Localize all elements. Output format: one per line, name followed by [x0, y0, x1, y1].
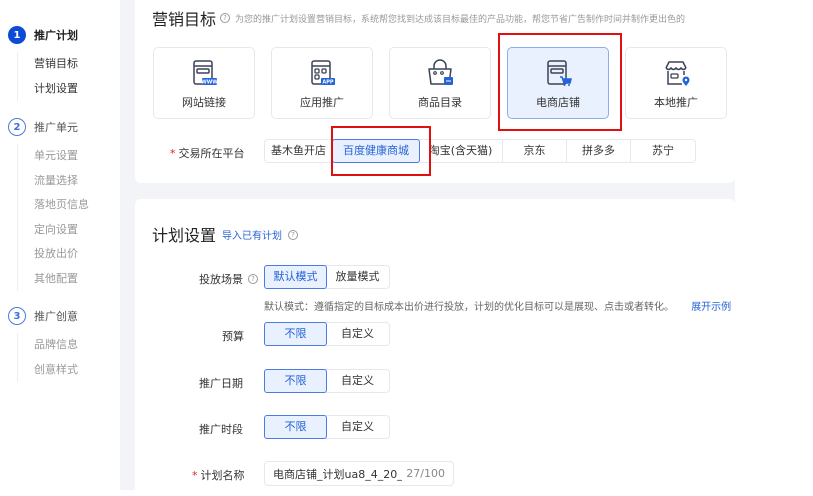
platform-option-suning[interactable]: 苏宁 — [652, 144, 674, 157]
time-slot-label: 推广时段 — [199, 423, 243, 436]
platform-option-pinduoduo[interactable]: 拼多多 — [567, 140, 631, 162]
platform-segmented-control: 基木鱼开店 百度健康商城 淘宝(含天猫) 京东 拼多多 苏宁 — [264, 139, 696, 163]
step-2-substeps: 单元设置 流量选择 落地页信息 定向设置 投放出价 其他配置 — [17, 144, 89, 291]
goal-card-app-promotion[interactable]: APP 应用推广 — [271, 47, 373, 119]
substep-brand-info[interactable]: 品牌信息 — [34, 338, 78, 351]
substep-traffic-selection[interactable]: 流量选择 — [34, 173, 78, 187]
expand-example-link[interactable]: 展开示例 — [691, 302, 732, 313]
step-1-substeps: 营销目标 计划设置 — [17, 52, 78, 101]
substep-landing-page[interactable]: 落地页信息 — [34, 198, 89, 211]
card-label: 应用推广 — [300, 96, 344, 109]
card-label: 电商店铺 — [536, 96, 580, 109]
substep-plan-settings[interactable]: 计划设置 — [34, 81, 78, 95]
app-promotion-icon: APP — [311, 60, 335, 86]
budget-toggle: 不限 自定义 — [264, 322, 390, 346]
highlight-box-ecommerce — [498, 33, 622, 131]
import-existing-plan-link[interactable]: 导入已有计划 — [222, 231, 282, 242]
help-icon[interactable]: ? — [248, 274, 258, 284]
step-label: 推广创意 — [34, 310, 78, 323]
platform-option-taobao[interactable]: 淘宝(含天猫) — [419, 140, 503, 162]
date-option-unlimited[interactable]: 不限 — [264, 369, 327, 393]
svg-text:APP: APP — [322, 80, 334, 86]
platform-option-jd[interactable]: 京东 — [503, 140, 567, 162]
time-option-custom[interactable]: 自定义 — [341, 420, 374, 433]
import-plan-row: 导入已有计划 ? — [222, 227, 298, 242]
substep-marketing-goal[interactable]: 营销目标 — [34, 57, 78, 70]
card-label: 本地推广 — [654, 96, 698, 109]
substep-creative-style[interactable]: 创意样式 — [34, 362, 78, 376]
platform-label: *交易所在平台 — [170, 147, 245, 160]
goal-card-website-link[interactable]: WWW 网站链接 — [153, 47, 255, 119]
highlight-box-platform — [331, 126, 431, 176]
marketing-goal-title: 营销目标 — [152, 10, 217, 29]
budget-option-unlimited[interactable]: 不限 — [264, 322, 327, 346]
local-promotion-icon — [665, 61, 690, 86]
delivery-scene-toggle: 默认模式 放量模式 — [264, 265, 390, 289]
step-sidebar: 1 推广计划 营销目标 计划设置 2 推广单元 单元设置 流量选择 落地页信息 … — [0, 0, 120, 496]
step-3-promotion-creative[interactable]: 3 推广创意 — [8, 307, 78, 325]
platform-option-jimuyu[interactable]: 基木鱼开店 — [265, 140, 333, 162]
svg-text:WWW: WWW — [201, 80, 218, 86]
scene-option-default[interactable]: 默认模式 — [264, 265, 327, 289]
delivery-scene-label: 投放场景 ? — [199, 271, 258, 287]
budget-option-custom[interactable]: 自定义 — [341, 327, 374, 340]
step-3-substeps: 品牌信息 创意样式 — [17, 333, 78, 382]
date-option-custom[interactable]: 自定义 — [341, 374, 374, 387]
budget-label: 预算 — [222, 330, 244, 343]
step-2-promotion-unit[interactable]: 2 推广单元 — [8, 118, 78, 136]
goal-card-product-catalog[interactable]: 商品目录 — [389, 47, 491, 119]
step-number-1: 1 — [8, 26, 26, 44]
help-icon[interactable]: ? — [220, 13, 230, 23]
step-number-2: 2 — [8, 118, 26, 136]
date-label: 推广日期 — [199, 377, 243, 390]
substep-other-config[interactable]: 其他配置 — [34, 271, 78, 285]
platform-option-baidu-health[interactable]: 百度健康商城 — [332, 139, 420, 163]
step-label: 推广计划 — [34, 29, 78, 42]
card-label: 商品目录 — [418, 96, 462, 109]
product-catalog-icon — [428, 59, 453, 85]
plan-settings-panel — [135, 199, 735, 490]
marketing-goal-description: 为您的推广计划设置营销目标，系统帮您找到达成该目标最佳的产品功能，帮您节省广告制… — [235, 15, 686, 25]
scene-hint: 默认模式：遵循指定的目标成本出价进行投放，计划的优化目标可以是展现、点击或者转化… — [264, 302, 732, 313]
plan-settings-title: 计划设置 — [152, 226, 217, 245]
goal-card-local-promotion[interactable]: 本地推广 — [625, 47, 727, 119]
substep-targeting[interactable]: 定向设置 — [34, 222, 78, 236]
step-number-3: 3 — [8, 307, 26, 325]
substep-bidding[interactable]: 投放出价 — [34, 247, 78, 260]
time-option-unlimited[interactable]: 不限 — [264, 415, 327, 439]
plan-name-input[interactable]: 电商店铺_计划ua8_4_20_16:: 27/100 — [264, 461, 454, 486]
plan-name-label: *计划名称 — [192, 469, 245, 482]
card-label: 网站链接 — [182, 96, 226, 109]
help-icon[interactable]: ? — [288, 229, 298, 240]
plan-name-char-count: 27/100 — [406, 467, 445, 480]
step-label: 推广单元 — [34, 121, 78, 134]
step-1-promotion-plan[interactable]: 1 推广计划 — [8, 26, 78, 44]
substep-unit-settings[interactable]: 单元设置 — [34, 149, 78, 162]
ecommerce-store-icon — [547, 60, 572, 86]
date-toggle: 不限 自定义 — [264, 369, 390, 393]
plan-name-value: 电商店铺_计划ua8_4_20_16:: — [273, 467, 403, 481]
scene-option-volume[interactable]: 放量模式 — [335, 270, 380, 283]
time-slot-toggle: 不限 自定义 — [264, 415, 390, 439]
goal-card-ecommerce-store[interactable]: 电商店铺 — [507, 47, 609, 119]
website-link-icon: WWW — [193, 60, 218, 86]
